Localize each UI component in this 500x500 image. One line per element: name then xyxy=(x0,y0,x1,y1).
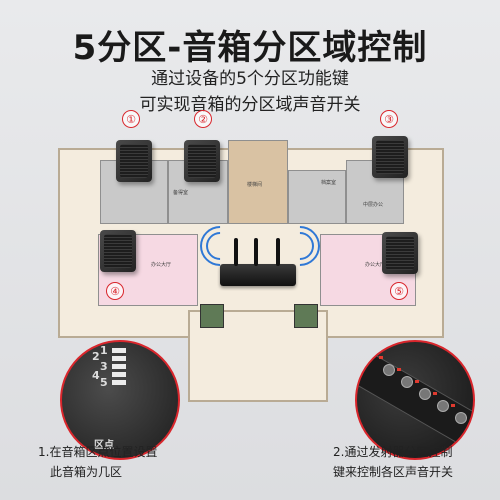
antenna xyxy=(276,238,280,266)
antenna xyxy=(254,238,258,266)
zone-point-label: 区点 xyxy=(94,440,114,451)
room-label: 档案室 xyxy=(321,180,337,186)
zone-key-1 xyxy=(383,364,395,376)
caption-left-line2: 此音箱为几区 xyxy=(50,465,123,479)
speaker-zone4 xyxy=(100,230,136,272)
dip-switch xyxy=(112,348,126,353)
dip-switch xyxy=(112,372,126,377)
zoom-speaker-dial: 2 1 3 4 5 区点 xyxy=(60,340,180,460)
green-device-right xyxy=(294,304,318,328)
room-label: 办公大厅 xyxy=(365,262,386,268)
zone-number-2: ② xyxy=(194,110,212,128)
transmitter-device xyxy=(220,238,296,286)
zone-key-4 xyxy=(437,400,449,412)
dip-switch xyxy=(112,380,126,385)
speaker-zone2 xyxy=(184,140,220,182)
caption-right-line1: 2.通过发射器分区控制 xyxy=(333,445,453,459)
caption-left-line1: 1.在音箱区点位置设置 xyxy=(38,445,158,459)
room-zone2: 备得室 xyxy=(168,160,228,224)
subtitle-line1: 通过设备的5个分区功能键 xyxy=(151,69,349,89)
led-indicator xyxy=(433,392,437,395)
floor-plan: 备得室 楼梯间 档案室 中层办公 办公大厅 办公大厅 ① ② ③ ④ ⑤ xyxy=(58,110,444,402)
dial-digit: 5 xyxy=(100,376,108,389)
speaker-zone3 xyxy=(372,136,408,178)
room-label: 备得室 xyxy=(173,190,189,196)
speaker-zone1 xyxy=(116,140,152,182)
dip-switch xyxy=(112,356,126,361)
room-label: 中层办公 xyxy=(363,202,384,208)
zone-number-3: ③ xyxy=(380,110,398,128)
caption-right: 2.通过发射器分区控制 键来控制各区声音开关 xyxy=(333,442,453,482)
stairwell: 楼梯间 xyxy=(228,140,288,224)
key-panel xyxy=(357,343,473,457)
dip-switch xyxy=(112,364,126,369)
green-device-left xyxy=(200,304,224,328)
dial-digit: 4 xyxy=(92,369,100,382)
dial-digit: 3 xyxy=(100,360,108,373)
zone-key-5 xyxy=(455,412,467,424)
subtitle-line2: 可实现音箱的分区域声音开关 xyxy=(139,95,361,115)
zone-number-1: ① xyxy=(122,110,140,128)
led-indicator xyxy=(415,380,419,383)
zone-key-2 xyxy=(401,376,413,388)
led-indicator xyxy=(451,404,455,407)
zoom-transmitter-keys xyxy=(355,340,475,460)
led-indicator xyxy=(379,356,383,359)
file-room: 档案室 xyxy=(288,170,346,224)
antenna xyxy=(234,238,238,266)
led-indicator xyxy=(397,368,401,371)
dial-digit: 1 xyxy=(100,344,108,357)
zone-key-3 xyxy=(419,388,431,400)
room-label: 办公大厅 xyxy=(151,262,172,268)
zone-number-5: ⑤ xyxy=(390,282,408,300)
caption-left: 1.在音箱区点位置设置 此音箱为几区 xyxy=(38,442,157,482)
speaker-zone5 xyxy=(382,232,418,274)
zone-number-4: ④ xyxy=(106,282,124,300)
caption-right-line2: 键来控制各区声音开关 xyxy=(333,465,454,479)
page-title: 5分区-音箱分区域控制 xyxy=(72,28,428,68)
dial-digit: 2 xyxy=(92,350,100,363)
room-label: 楼梯间 xyxy=(247,182,263,188)
